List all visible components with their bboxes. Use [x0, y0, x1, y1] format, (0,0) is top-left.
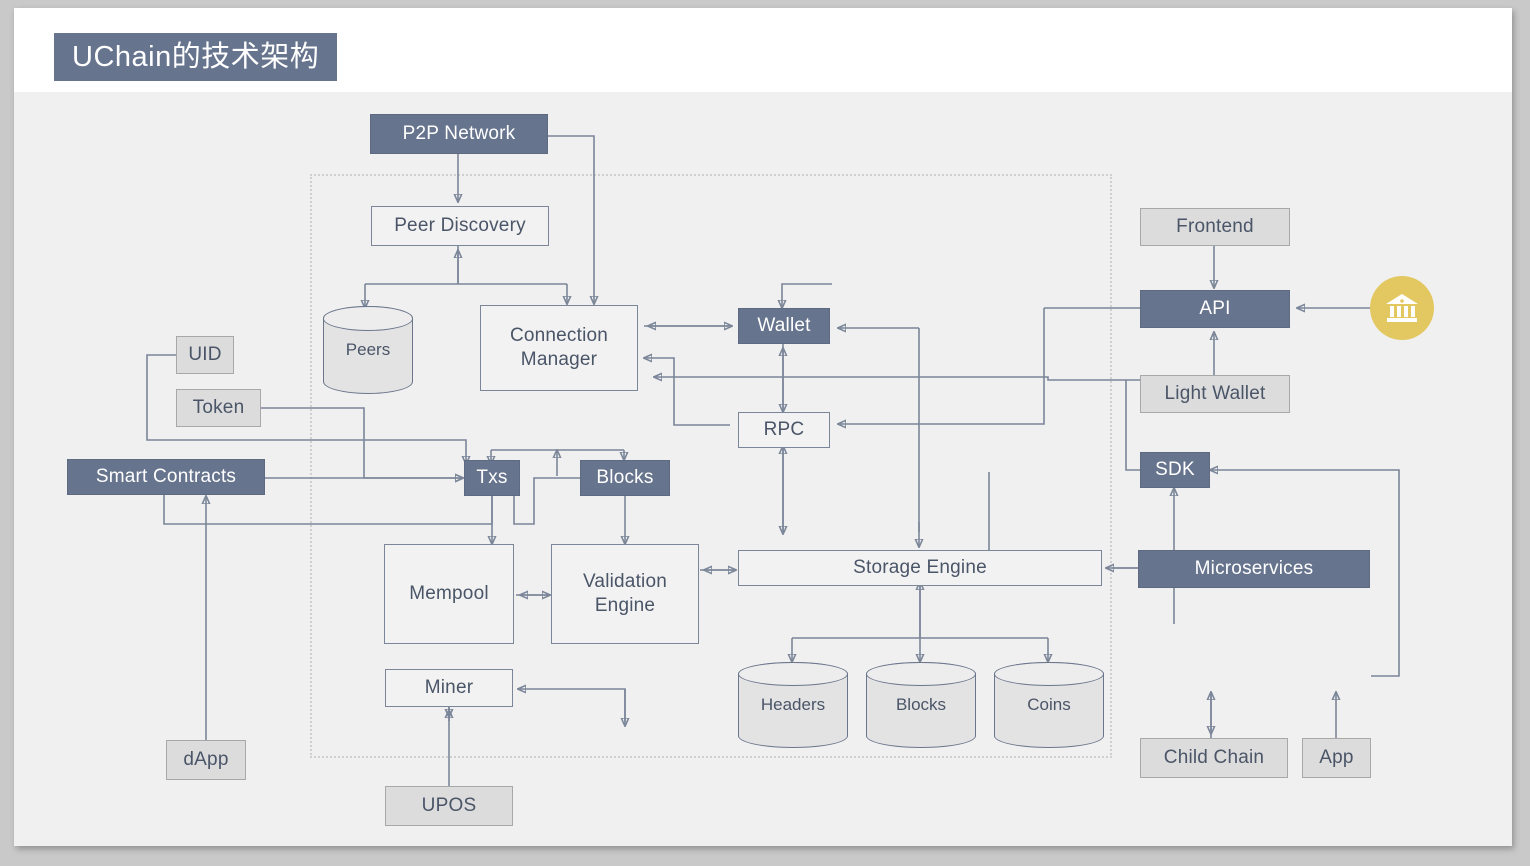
node-label: Mempool	[409, 583, 489, 605]
node-label: Peer Discovery	[394, 215, 526, 237]
node-label: Light Wallet	[1164, 383, 1266, 405]
node-label: Wallet	[757, 315, 811, 337]
bank-glyph	[1386, 294, 1418, 322]
node-connection-manager[interactable]: Connection Manager	[480, 305, 638, 391]
node-label: Frontend	[1176, 216, 1254, 238]
node-dapp[interactable]: dApp	[166, 740, 246, 780]
node-coins-store[interactable]: Coins	[994, 662, 1104, 748]
node-blocks[interactable]: Blocks	[580, 460, 670, 496]
node-validation-engine[interactable]: Validation Engine	[551, 544, 699, 644]
node-label: Coins	[1027, 695, 1071, 714]
node-label-line2: Engine	[594, 595, 656, 616]
page-title: UChain的技术架构	[54, 33, 338, 81]
cylinder-top	[866, 662, 976, 687]
node-frontend[interactable]: Frontend	[1140, 208, 1290, 246]
node-label: UPOS	[421, 795, 477, 817]
node-smart-contracts[interactable]: Smart Contracts	[67, 459, 265, 495]
node-child-chain[interactable]: Child Chain	[1140, 738, 1288, 778]
node-label: Miner	[424, 677, 474, 699]
node-app[interactable]: App	[1302, 738, 1371, 778]
node-api[interactable]: API	[1140, 290, 1290, 328]
slide-canvas: UChain的技术架构	[14, 8, 1512, 846]
node-label: Headers	[760, 695, 826, 714]
node-p2p-network[interactable]: P2P Network	[370, 114, 548, 154]
node-wallet[interactable]: Wallet	[738, 308, 830, 344]
node-headers-store[interactable]: Headers	[738, 662, 848, 748]
cylinder-top	[323, 306, 413, 331]
node-label-line2: Manager	[520, 349, 598, 370]
node-txs[interactable]: Txs	[464, 460, 520, 496]
node-label: dApp	[183, 749, 229, 771]
node-label: RPC	[763, 419, 805, 441]
cylinder-top	[994, 662, 1104, 687]
node-label: API	[1199, 298, 1231, 320]
node-uid[interactable]: UID	[176, 336, 234, 374]
node-label: Token	[192, 397, 245, 419]
node-peer-discovery[interactable]: Peer Discovery	[371, 206, 549, 246]
node-microservices[interactable]: Microservices	[1138, 550, 1370, 588]
node-label: Txs	[476, 467, 508, 489]
node-miner[interactable]: Miner	[385, 669, 513, 707]
node-label: App	[1319, 747, 1354, 769]
node-storage-engine[interactable]: Storage Engine	[738, 550, 1102, 586]
node-label: Blocks	[895, 695, 947, 714]
node-mempool[interactable]: Mempool	[384, 544, 514, 644]
bank-icon[interactable]	[1370, 276, 1434, 340]
node-label: P2P Network	[402, 123, 516, 145]
node-label: UID	[188, 344, 222, 366]
node-label: Peers	[345, 340, 391, 359]
node-token[interactable]: Token	[176, 389, 261, 427]
node-blocks-store[interactable]: Blocks	[866, 662, 976, 748]
node-label-line1: Connection	[509, 325, 609, 347]
node-label: Smart Contracts	[95, 466, 237, 488]
node-light-wallet[interactable]: Light Wallet	[1140, 375, 1290, 413]
node-label: Microservices	[1194, 558, 1314, 580]
node-upos[interactable]: UPOS	[385, 786, 513, 826]
node-label-line1: Validation	[582, 571, 668, 593]
diagram-area: P2P Network Peer Discovery Peers Connect…	[14, 92, 1512, 846]
node-rpc[interactable]: RPC	[738, 412, 830, 448]
node-label: Storage Engine	[853, 557, 987, 579]
node-label: Blocks	[596, 467, 654, 489]
node-label: Child Chain	[1163, 747, 1265, 769]
node-label: SDK	[1155, 459, 1195, 481]
cylinder-top	[738, 662, 848, 687]
node-peers-store[interactable]: Peers	[323, 306, 413, 394]
node-sdk[interactable]: SDK	[1140, 452, 1210, 488]
